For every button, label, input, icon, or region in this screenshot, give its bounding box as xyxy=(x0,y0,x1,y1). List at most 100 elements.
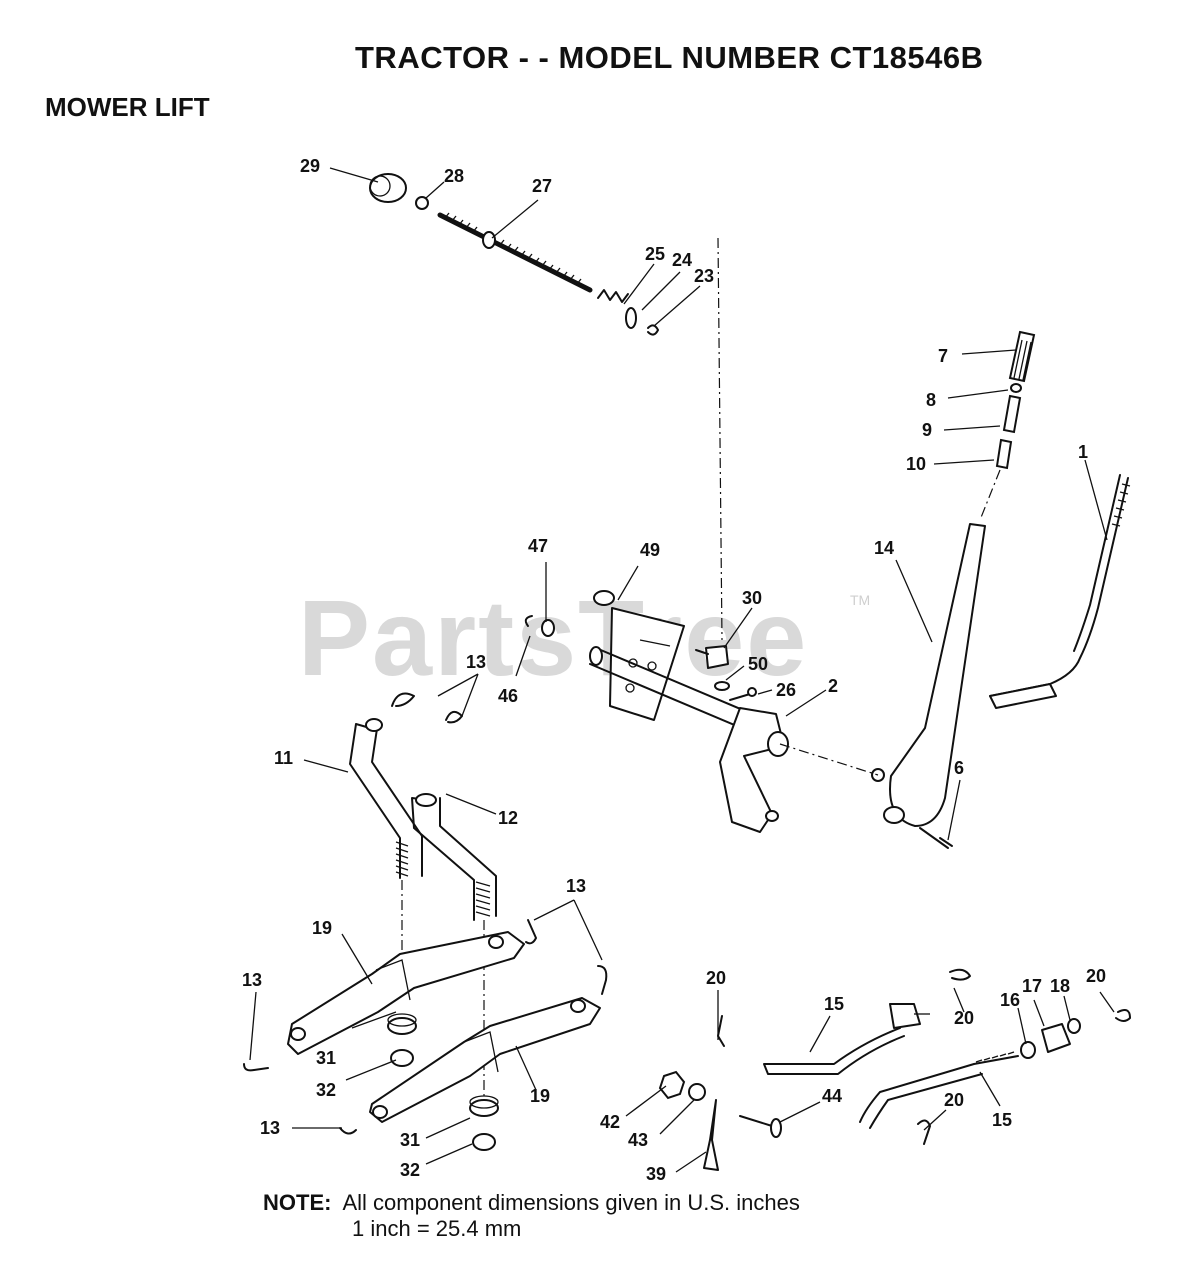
callout-32-lower: 32 xyxy=(400,1160,420,1180)
clip-13-a xyxy=(391,692,415,707)
callout-31-lower: 31 xyxy=(400,1130,420,1150)
callout-13-mid: 13 xyxy=(566,876,586,896)
lift-arms xyxy=(243,919,608,1151)
washer-47 xyxy=(541,619,555,637)
handle-assembly xyxy=(871,330,1036,849)
block-17 xyxy=(1041,1023,1071,1053)
note-label: NOTE: xyxy=(263,1190,332,1215)
callout-labels: 29 28 27 25 24 23 7 8 9 10 1 14 47 49 30… xyxy=(242,156,1106,1184)
callout-15-lower: 15 xyxy=(992,1110,1012,1130)
washer-18 xyxy=(1067,1018,1081,1034)
bolt-44 xyxy=(739,1115,773,1127)
callout-20-center: 20 xyxy=(706,968,726,988)
callout-20-far-right: 20 xyxy=(1086,966,1106,986)
callout-32-upper: 32 xyxy=(316,1080,336,1100)
bracket-shaft-assembly xyxy=(524,237,879,833)
note-line-2: 1 inch = 25.4 mm xyxy=(352,1216,522,1241)
dimension-note: NOTE: All component dimensions given in … xyxy=(263,1190,800,1242)
callout-13-top: 13 xyxy=(466,652,486,672)
cotter-20-b xyxy=(717,1015,725,1047)
cotter-20-c xyxy=(1115,1009,1131,1022)
cotter-20-d xyxy=(917,1119,931,1145)
nut-42 xyxy=(658,1070,686,1100)
callout-24: 24 xyxy=(672,250,692,270)
link-11 xyxy=(349,721,423,879)
rod-15-upper xyxy=(763,1027,905,1075)
nut-32-upper xyxy=(390,1049,414,1067)
threaded-rod-27 xyxy=(437,212,593,293)
spring-25 xyxy=(597,289,629,303)
callout-9: 9 xyxy=(922,420,932,440)
clip-13-e xyxy=(243,1063,269,1072)
callout-43: 43 xyxy=(628,1130,648,1150)
callout-44: 44 xyxy=(822,1086,842,1106)
bushing-49 xyxy=(593,590,615,606)
clip-13-d xyxy=(597,965,608,995)
watermark: PartsTree xyxy=(298,577,809,698)
clip-39 xyxy=(703,1099,719,1171)
clip-13-c xyxy=(525,919,537,945)
callout-20-right-mid: 20 xyxy=(954,1008,974,1028)
washer-50 xyxy=(714,681,730,691)
knob-assembly xyxy=(369,173,659,336)
rod-15-lower xyxy=(859,1055,1019,1129)
callout-27: 27 xyxy=(532,176,552,196)
callout-13-left: 13 xyxy=(242,970,262,990)
note-line-1: All component dimensions given in U.S. i… xyxy=(342,1190,800,1215)
callout-14: 14 xyxy=(874,538,894,558)
callout-29: 29 xyxy=(300,156,320,176)
screw-26 xyxy=(729,693,751,701)
clip-23 xyxy=(647,324,659,336)
arm-19-upper xyxy=(287,931,525,1055)
callout-31-upper: 31 xyxy=(316,1048,336,1068)
nut-32-lower xyxy=(472,1133,496,1151)
callout-19-upper: 19 xyxy=(312,918,332,938)
callout-1: 1 xyxy=(1078,442,1088,462)
grip-7 xyxy=(1008,330,1036,383)
callout-25: 25 xyxy=(645,244,665,264)
callout-11: 11 xyxy=(274,748,293,768)
section-title: MOWER LIFT xyxy=(45,92,210,122)
callout-23: 23 xyxy=(694,266,714,286)
leader-lines xyxy=(249,167,1115,1173)
tube-9 xyxy=(1002,394,1022,434)
trademark-mark: TM xyxy=(850,592,871,608)
callout-7: 7 xyxy=(938,346,948,366)
callout-39: 39 xyxy=(646,1164,666,1184)
callout-47: 47 xyxy=(528,536,548,556)
plate-bracket xyxy=(609,607,685,721)
callout-18: 18 xyxy=(1050,976,1070,996)
callout-2: 2 xyxy=(828,676,838,696)
lower-linkage xyxy=(658,968,1131,1171)
callout-15-upper: 15 xyxy=(824,994,844,1014)
callout-16: 16 xyxy=(1000,990,1020,1010)
ball-8 xyxy=(1010,383,1022,393)
callout-49: 49 xyxy=(640,540,660,560)
callout-46: 46 xyxy=(498,686,518,706)
callout-8: 8 xyxy=(926,390,936,410)
cotter-20-a xyxy=(949,968,971,981)
callout-20-lower: 20 xyxy=(944,1090,964,1110)
callout-42: 42 xyxy=(600,1112,620,1132)
washer-28 xyxy=(415,196,429,210)
callout-17: 17 xyxy=(1022,976,1042,996)
callout-12: 12 xyxy=(498,808,518,828)
callout-26: 26 xyxy=(776,680,796,700)
washer-43 xyxy=(688,1083,706,1101)
callout-50: 50 xyxy=(748,654,768,674)
lift-links xyxy=(349,692,497,1100)
sleeve-10 xyxy=(995,438,1013,470)
callout-13-bottom: 13 xyxy=(260,1118,280,1138)
callout-30: 30 xyxy=(742,588,762,608)
callout-19-lower: 19 xyxy=(530,1086,550,1106)
page-title: TRACTOR - - MODEL NUMBER CT18546B xyxy=(355,40,984,75)
lift-handle-14 xyxy=(889,523,986,827)
callout-6: 6 xyxy=(954,758,964,778)
callout-28: 28 xyxy=(444,166,464,186)
block-30 xyxy=(705,645,729,669)
washer-24 xyxy=(625,307,637,329)
lift-rod xyxy=(989,474,1131,709)
clip-13-f xyxy=(339,1127,357,1135)
knob-part xyxy=(369,173,407,203)
clip-13-b xyxy=(445,710,463,724)
